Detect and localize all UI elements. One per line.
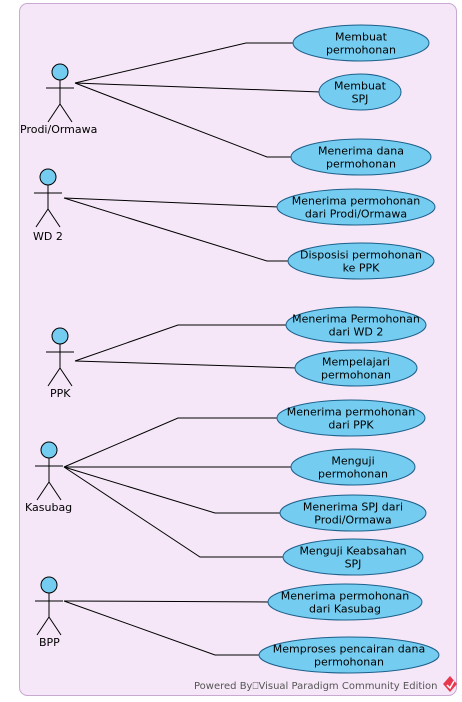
actor-leg-right: [48, 481, 62, 501]
use-case-ellipse: [276, 188, 436, 226]
actor-leg-left: [47, 367, 61, 387]
actor-a1[interactable]: Prodi/Ormawa: [20, 63, 97, 136]
use-case-ellipse: [258, 636, 440, 674]
actor-a3[interactable]: PPK: [46, 327, 74, 400]
use-case-label: permohonan: [326, 44, 396, 57]
actor-leg-left: [35, 208, 49, 228]
use-case-label: Menguji: [331, 455, 374, 468]
association-line: [63, 197, 290, 262]
actor-head: [39, 168, 57, 186]
use-case-ellipse: [290, 448, 416, 486]
use-case-label: Menerima Permohonan: [292, 313, 420, 326]
actor-leg-right: [48, 616, 62, 636]
use-case-label: dari Prodi/Ormawa: [305, 208, 407, 221]
actor-head: [51, 327, 69, 345]
use-case-ellipse: [318, 73, 402, 111]
use-case-label: Menguji Keabsahan: [299, 545, 406, 558]
association-line: [74, 82, 322, 93]
use-case-ellipse: [290, 138, 432, 176]
use-case-ellipse: [267, 583, 423, 621]
use-case-label: ke PPK: [343, 262, 381, 275]
association-lines: [63, 42, 322, 656]
association-line: [63, 600, 261, 656]
use-case-label: Menerima dana: [318, 145, 404, 158]
use-case-ellipse: [279, 494, 427, 532]
actor-leg-left: [36, 616, 50, 636]
use-case-label: dari PPK: [328, 419, 374, 432]
actor-leg-left: [36, 481, 50, 501]
association-line: [63, 466, 285, 558]
association-line: [74, 42, 295, 84]
use-case-label: permohonan: [318, 468, 388, 481]
use-case-label: SPJ: [352, 93, 369, 106]
logo-diamond: [443, 676, 457, 692]
footer-text: Powered By⎕Visual Paradigm Community Edi…: [194, 681, 438, 692]
use-case-ellipse: [276, 399, 426, 437]
association-line: [74, 360, 298, 369]
use-case-label: permohonan: [321, 369, 391, 382]
use-case-label: dari Kasubag: [309, 603, 381, 616]
use-case-label: Memproses pencairan dana: [273, 643, 425, 656]
use-case-label: Membuat: [334, 80, 387, 93]
visual-paradigm-logo-icon: [443, 676, 457, 692]
use-case-label: Prodi/Ormawa: [314, 514, 391, 527]
use-case-label: Menerima permohonan: [281, 590, 409, 603]
association-line: [63, 466, 282, 514]
use-case-ellipse: [292, 24, 430, 62]
actor-head: [40, 576, 58, 594]
use-case-label: Membuat: [335, 31, 388, 44]
use-case-label: Disposisi permohonan: [300, 249, 422, 262]
actor-label: WD 2: [33, 230, 63, 243]
use-case-ellipse: [282, 538, 424, 576]
association-line: [63, 600, 271, 603]
actor-head: [40, 441, 58, 459]
use-case-ellipse: [285, 306, 427, 344]
actor-leg-right: [59, 103, 73, 123]
use-case-label: Menerima permohonan: [292, 195, 420, 208]
use-case-label: Menerima SPJ dari: [303, 501, 403, 514]
actor-leg-right: [59, 367, 73, 387]
actor-leg-left: [47, 103, 61, 123]
actor-label: PPK: [50, 387, 71, 400]
logo-check: [446, 680, 455, 690]
association-line: [74, 324, 288, 362]
use-case-ellipse: [294, 349, 418, 387]
use-case-label: Mempelajari: [322, 356, 390, 369]
association-line: [63, 417, 279, 468]
actor-head: [51, 63, 69, 81]
use-case-label: permohonan: [314, 656, 384, 669]
actor-a4[interactable]: Kasubag: [25, 441, 72, 514]
actor-label: Prodi/Ormawa: [20, 123, 97, 136]
association-line: [74, 82, 293, 158]
association-line: [63, 197, 280, 208]
actor-a5[interactable]: BPP: [35, 576, 63, 649]
use-case-label: SPJ: [345, 558, 362, 571]
actor-label: BPP: [39, 636, 60, 649]
actor-leg-right: [47, 208, 61, 228]
use-case-label: Menerima permohonan: [287, 406, 415, 419]
use-case-ellipse: [287, 242, 435, 280]
actor-a2[interactable]: WD 2: [33, 168, 63, 243]
use-case-label: dari WD 2: [329, 326, 384, 339]
use-case-label: permohonan: [326, 158, 396, 171]
actor-label: Kasubag: [25, 501, 72, 514]
